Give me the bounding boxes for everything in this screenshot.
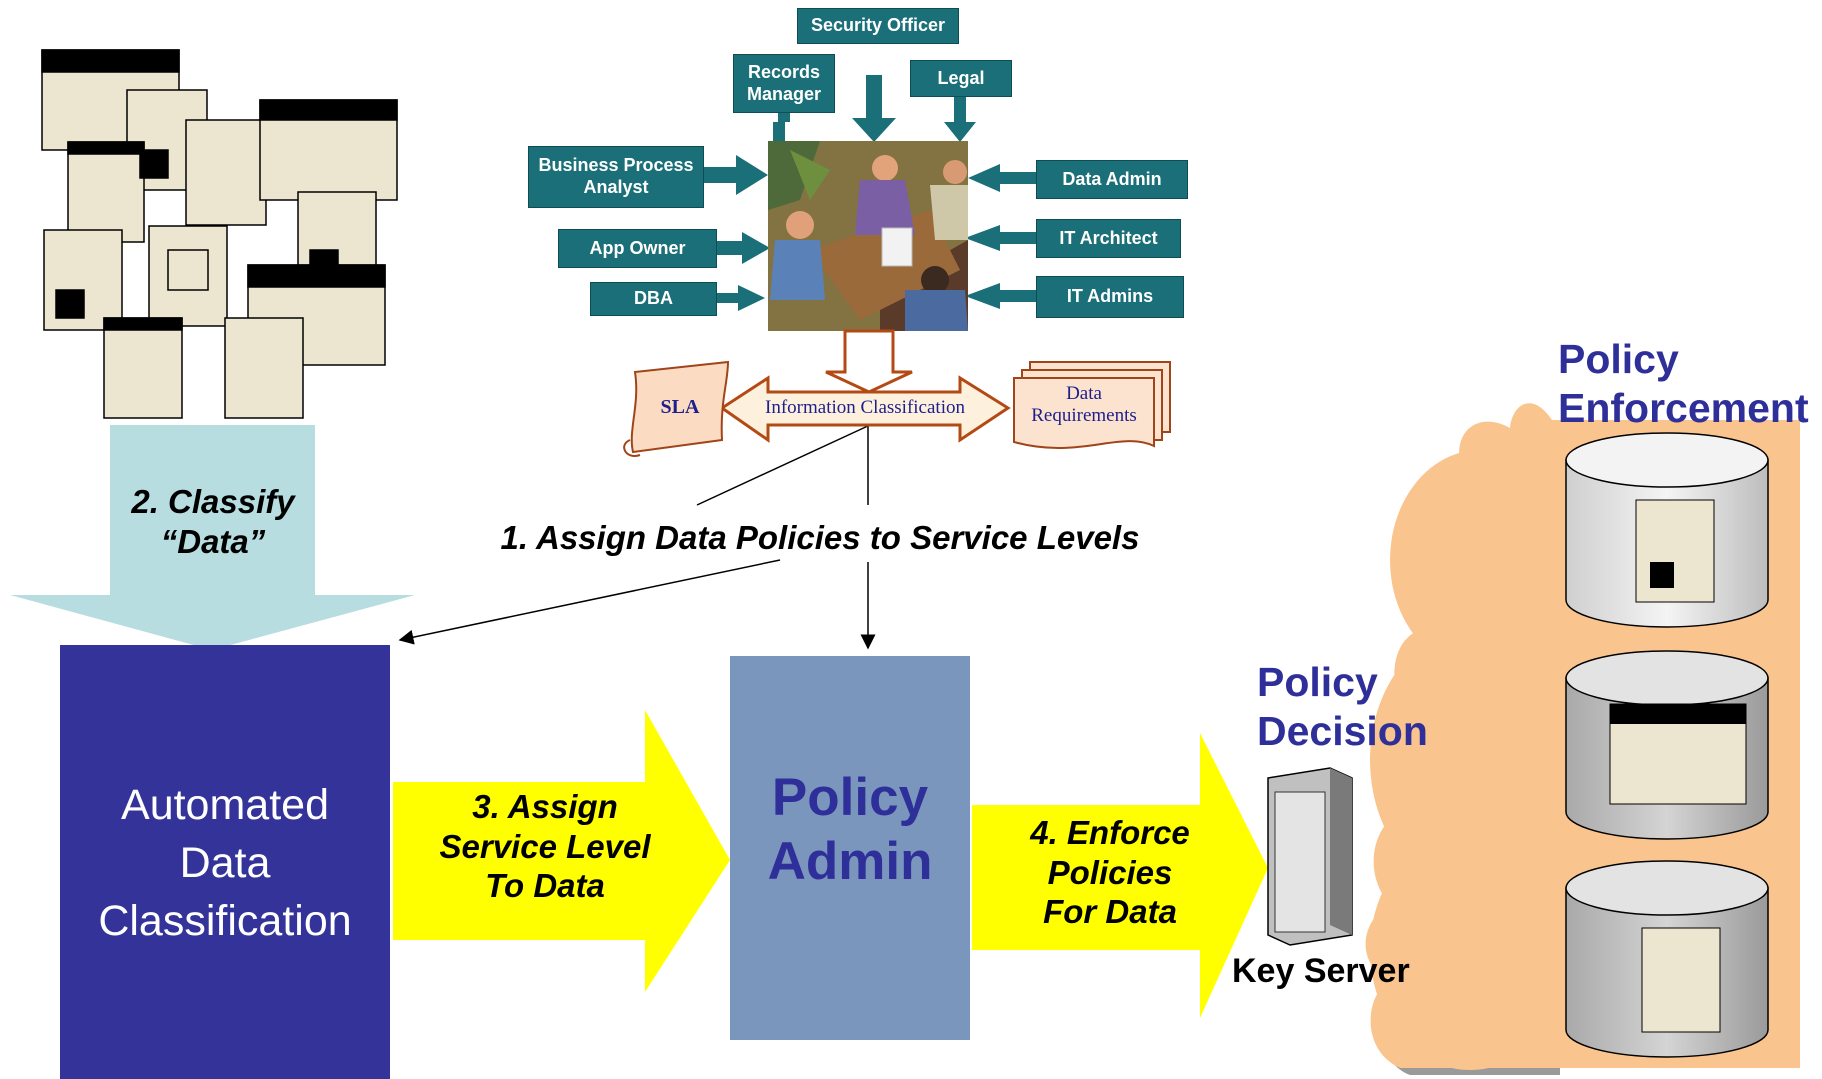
it-admins-box: IT Admins: [1036, 276, 1184, 318]
policy-admin-box-shape: [730, 656, 970, 1040]
documents-clipart: [41, 49, 398, 419]
business-process-analyst-label: Business Process Analyst: [538, 155, 694, 197]
cylinder-3: [1565, 860, 1769, 1058]
business-process-analyst-box: Business Process Analyst: [528, 146, 704, 208]
data-requirements-pages: [1013, 361, 1171, 449]
policy-enforcement-label: Policy Enforcement: [1558, 336, 1809, 432]
step1-label: 1. Assign Data Policies to Service Level…: [500, 519, 1140, 556]
policy-decision-label: Policy Decision: [1257, 659, 1428, 755]
records-manager-label: Records Manager: [746, 61, 822, 104]
it-admins-label: IT Admins: [1066, 286, 1154, 307]
stakeholder-arrows: [702, 75, 1036, 311]
dba-box: DBA: [590, 282, 717, 316]
assign-service-arrow: [393, 710, 730, 992]
sla-scroll: [623, 360, 730, 457]
step2-label: 2. Classify “Data”: [131, 483, 295, 560]
classify-arrow: [10, 425, 415, 650]
step4-label: 4. Enforce Policies For Data: [1030, 814, 1190, 931]
data-admin-label: Data Admin: [1062, 168, 1162, 189]
step3-label: 3. Assign Service Level To Data: [439, 788, 651, 905]
meeting-picture: [768, 141, 968, 331]
enforce-arrow: [972, 733, 1268, 1018]
dba-label: DBA: [634, 288, 673, 309]
legal-box: Legal: [910, 60, 1012, 97]
automated-box-shape: [60, 645, 390, 1079]
automated-data-classification-box: Automated Data Classification: [98, 781, 352, 946]
key-server-icon: [1267, 767, 1353, 946]
app-owner-label: App Owner: [589, 237, 686, 258]
app-owner-box: App Owner: [558, 229, 717, 268]
hollow-down-arrow: [825, 329, 913, 394]
cylinder-1: [1565, 432, 1769, 628]
it-architect-box: IT Architect: [1036, 219, 1181, 258]
records-manager-box: Records Manager: [733, 54, 835, 113]
legal-label: Legal: [937, 67, 985, 88]
information-classification-label: Information Classification: [765, 397, 965, 418]
data-admin-box: Data Admin: [1036, 160, 1188, 199]
double-hollow-arrow: [719, 375, 1011, 443]
security-officer-label: Security Officer: [810, 15, 946, 36]
it-architect-label: IT Architect: [1059, 227, 1158, 248]
sla-label: SLA: [660, 396, 700, 418]
policy-admin-box: Policy Admin: [767, 768, 933, 891]
security-officer-box: Security Officer: [797, 8, 959, 44]
key-server-label: Key Server: [1232, 952, 1410, 990]
cylinder-2: [1565, 650, 1769, 840]
data-requirements-label: Data Requirements: [1031, 383, 1137, 426]
